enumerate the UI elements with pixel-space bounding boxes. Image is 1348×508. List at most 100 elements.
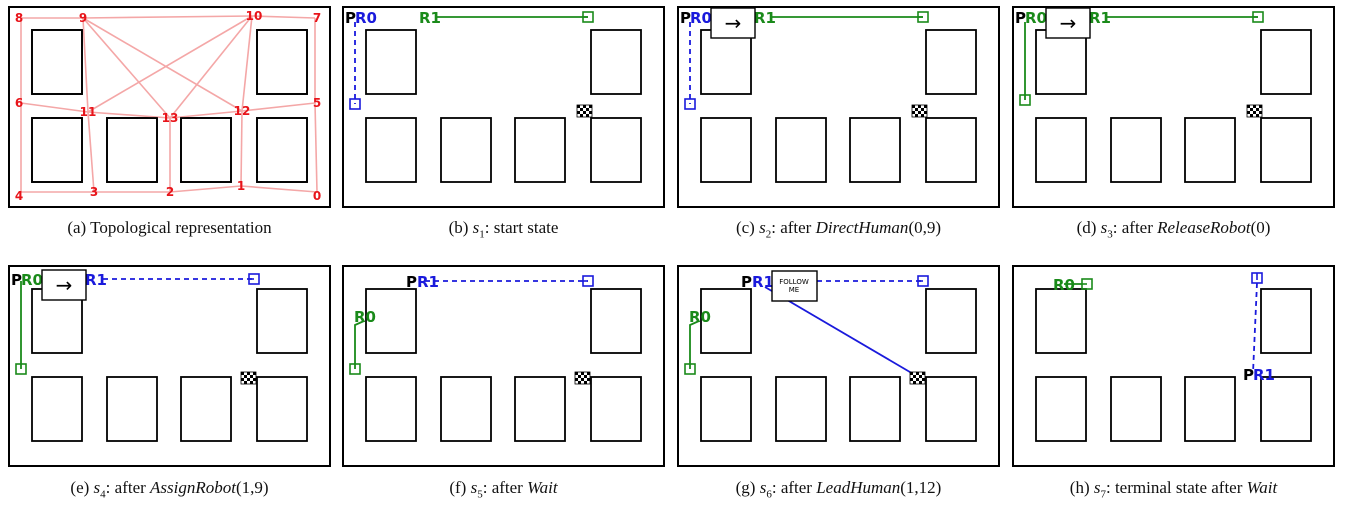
goal-cell	[919, 375, 922, 378]
goal-cell	[244, 375, 247, 378]
caption-d: (d) s3: after ReleaseRobot(0)	[1012, 218, 1335, 240]
goal-cell	[250, 378, 253, 381]
caption-sub: 1	[479, 228, 485, 241]
robot0-target	[1019, 94, 1031, 106]
robot1-label: R1	[1253, 366, 1275, 384]
follow-sign-line1: FOLLOW	[779, 278, 809, 286]
room	[1035, 376, 1087, 442]
room	[1035, 29, 1087, 95]
goal-cell	[916, 381, 919, 384]
robot1-label: R1	[752, 273, 774, 291]
room	[256, 288, 308, 354]
graph-edge	[82, 17, 89, 113]
person-label: P	[11, 271, 22, 289]
goal-cell	[244, 378, 247, 381]
caption-action: AssignRobot	[150, 478, 236, 497]
room	[31, 29, 83, 95]
goal-cell	[247, 372, 250, 375]
caption-letter: (a)	[67, 218, 87, 237]
goal-cell	[916, 378, 919, 381]
goal-cell	[910, 372, 913, 375]
caption-letter: (e)	[70, 478, 90, 497]
goal-marker	[576, 104, 593, 118]
goal-cell	[586, 114, 589, 117]
goal-cell	[583, 111, 586, 114]
graph-edge	[169, 185, 242, 193]
goal-cell	[250, 372, 253, 375]
goal-cell	[247, 381, 250, 384]
goal-cell	[581, 372, 584, 375]
robot0-path	[354, 320, 365, 369]
person-label: P	[1015, 9, 1026, 27]
room	[180, 376, 232, 442]
node-label: 10	[246, 9, 263, 23]
goal-cell	[924, 114, 927, 117]
node-label: 13	[162, 111, 179, 125]
robot1-label: R1	[85, 271, 107, 289]
robot0-path	[689, 320, 700, 369]
goal-cell	[586, 105, 589, 108]
goal-cell	[922, 378, 925, 381]
goal-cell	[1259, 105, 1262, 108]
caption-state: s	[759, 478, 767, 497]
goal-marker	[1246, 104, 1263, 118]
room	[1184, 117, 1236, 183]
caption-state: s	[1100, 218, 1108, 237]
goal-cell	[575, 372, 578, 375]
goal-cell	[584, 381, 587, 384]
caption-g: (g) s6: after LeadHuman(1,12)	[677, 478, 1000, 500]
goal-cell	[921, 105, 924, 108]
goal-cell	[1250, 108, 1253, 111]
graph-edge	[87, 15, 253, 113]
goal-cell	[581, 375, 584, 378]
room	[180, 117, 232, 183]
goal-cell	[1253, 105, 1256, 108]
room	[440, 117, 492, 183]
goal-cell	[921, 114, 924, 117]
goal-cell	[1247, 108, 1250, 111]
map-border	[1012, 265, 1335, 467]
goal-cell	[1250, 111, 1253, 114]
goal-cell	[924, 111, 927, 114]
goal-cell	[922, 375, 925, 378]
goal-cell	[913, 372, 916, 375]
goal-marker	[911, 104, 928, 118]
robot0-label: R0	[355, 9, 377, 27]
goal-cell	[577, 105, 580, 108]
room	[106, 117, 158, 183]
arrow-right-icon: →	[1060, 11, 1077, 35]
caption-args: (0,9)	[908, 218, 942, 237]
caption-state: s	[1093, 478, 1101, 497]
caption-c: (c) s2: after DirectHuman(0,9)	[677, 218, 1000, 240]
goal-cell	[1253, 114, 1256, 117]
room	[1110, 117, 1162, 183]
goal-cell	[921, 108, 924, 111]
goal-cell	[241, 372, 244, 375]
graph-edge	[82, 17, 243, 112]
goal-outline	[909, 371, 926, 385]
caption-state: s	[759, 218, 766, 237]
goal-cell	[1256, 105, 1259, 108]
goal-cell	[921, 111, 924, 114]
node-label: 5	[313, 96, 321, 110]
room	[1260, 376, 1312, 442]
goal-cell	[247, 378, 250, 381]
goal-cell	[919, 381, 922, 384]
node-label: 0	[313, 189, 321, 203]
follow-me-sign	[771, 270, 818, 302]
goal-cell	[913, 381, 916, 384]
goal-cell	[578, 375, 581, 378]
node-label: 2	[166, 185, 174, 199]
robot0-target	[349, 363, 361, 375]
caption-state: s	[93, 478, 101, 497]
caption-args: (1,12)	[900, 478, 942, 497]
node-label: 6	[15, 96, 23, 110]
goal-outline	[1246, 104, 1263, 118]
room	[31, 117, 83, 183]
